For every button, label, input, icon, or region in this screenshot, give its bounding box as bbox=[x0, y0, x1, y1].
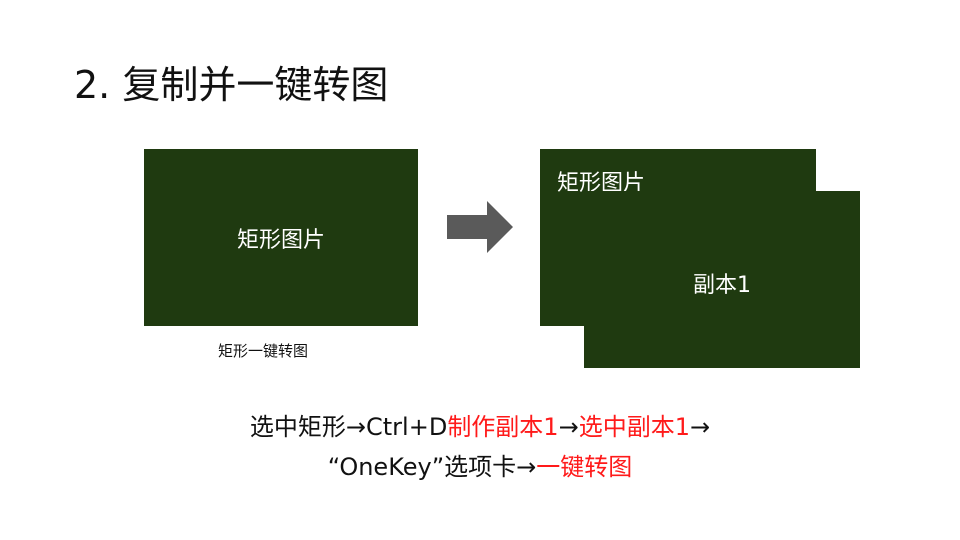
right-arrow-icon bbox=[447, 201, 513, 253]
instr-seg: 选中矩形→Ctrl+D bbox=[249, 413, 448, 441]
instr-seg: “OneKey”选项卡→ bbox=[327, 453, 537, 481]
instr-seg-highlight: 一键转图 bbox=[536, 453, 633, 481]
instr-seg: → bbox=[689, 413, 711, 441]
original-rect-label: 矩形图片 bbox=[236, 227, 325, 253]
copy-front-rectangle[interactable]: 副本1 bbox=[584, 191, 860, 368]
copy-front-label: 副本1 bbox=[693, 273, 751, 298]
instr-seg-highlight: 选中副本1 bbox=[578, 413, 690, 441]
instruction-line-1: 选中矩形→Ctrl+D制作副本1→选中副本1→ bbox=[0, 407, 960, 442]
original-rectangle-image[interactable]: 矩形图片 bbox=[144, 149, 418, 326]
original-caption: 矩形一键转图 bbox=[218, 342, 309, 360]
instruction-line-2: “OneKey”选项卡→一键转图 bbox=[0, 447, 960, 482]
instr-seg-highlight: 制作副本1 bbox=[447, 413, 559, 441]
instr-seg: → bbox=[558, 413, 579, 441]
slide-title: 2. 复制并一键转图 bbox=[74, 63, 389, 107]
